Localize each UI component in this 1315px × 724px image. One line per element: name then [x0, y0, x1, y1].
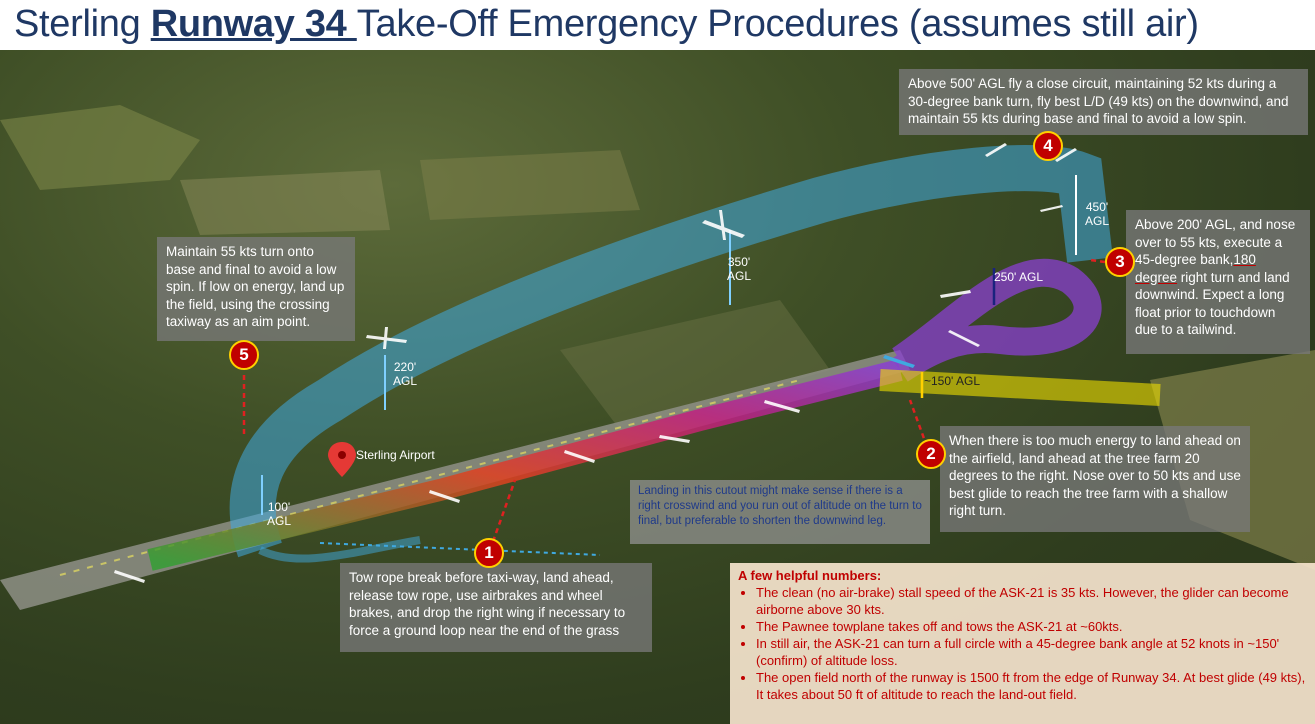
aerial-map: Sterling Airport 220' AGL 350' AGL 450' … [0, 50, 1315, 724]
callout-2: When there is too much energy to land ah… [940, 426, 1250, 532]
list-item: The Pawnee towplane takes off and tows t… [756, 618, 1307, 635]
callout-3: Above 200' AGL, and nose over to 55 kts,… [1126, 210, 1310, 354]
page-title: Sterling Runway 34 Take-Off Emergency Pr… [14, 3, 1199, 46]
helpful-numbers-list: The clean (no air-brake) stall speed of … [738, 584, 1307, 703]
marker-1: 1 [474, 538, 504, 568]
altitude-450: 450' AGL [1084, 200, 1109, 228]
callout-4: Above 500' AGL fly a close circuit, main… [899, 69, 1308, 135]
altitude-350: 350' AGL [726, 255, 751, 283]
altitude-150: ~150' AGL [924, 374, 981, 388]
marker-3: 3 [1105, 247, 1135, 277]
marker-2: 2 [916, 439, 946, 469]
title-suffix: Take-Off Emergency Procedures (assumes s… [356, 3, 1199, 45]
altitude-220: 220' AGL [392, 360, 417, 388]
airport-label: Sterling Airport [356, 448, 435, 462]
airport-pin-icon [328, 442, 356, 477]
altitude-100: 100' AGL [266, 500, 291, 528]
callout-1: Tow rope break before taxi-way, land ahe… [340, 563, 652, 652]
callout-5: Maintain 55 kts turn onto base and final… [157, 237, 355, 341]
title-runway: Runway 34 [150, 3, 357, 45]
cutout-note: Landing in this cutout might make sense … [630, 480, 930, 544]
marker-4: 4 [1033, 131, 1063, 161]
map-graphics [0, 105, 1315, 610]
title-prefix: Sterling [14, 3, 151, 45]
list-item: In still air, the ASK-21 can turn a full… [756, 635, 1307, 669]
circuit-path [229, 145, 1113, 558]
altitude-250: 250' AGL [994, 270, 1043, 284]
list-item: The open field north of the runway is 15… [756, 669, 1307, 703]
treefarm-path [879, 369, 1161, 406]
list-item: The clean (no air-brake) stall speed of … [756, 584, 1307, 618]
turn-path [892, 258, 1102, 382]
title-bar: Sterling Runway 34 Take-Off Emergency Pr… [0, 0, 1315, 50]
helpful-numbers-heading: A few helpful numbers: [738, 568, 882, 583]
helpful-numbers-panel: A few helpful numbers: The clean (no air… [730, 563, 1315, 724]
marker-5: 5 [229, 340, 259, 370]
